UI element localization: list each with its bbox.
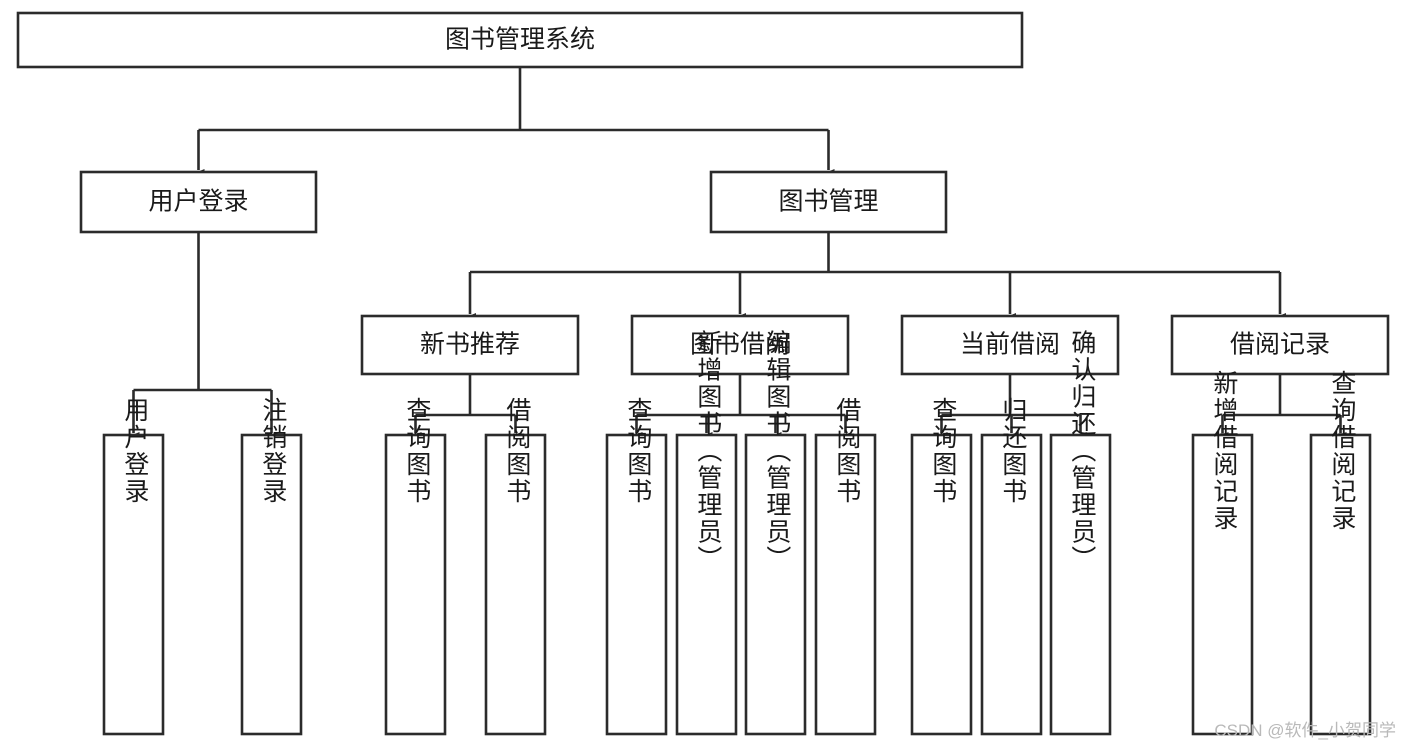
- node-leaf-logout-login[interactable]: 注销登录: [240, 397, 303, 736]
- csdn-watermark: CSDN @软件_小贺同学: [1214, 721, 1396, 740]
- node-leaf-return-book[interactable]: 归还图书: [980, 397, 1043, 736]
- node-leaf-confirm-return-admin[interactable]: 确认归还（管理员）: [1049, 330, 1112, 736]
- connector-layer: [127, 67, 1347, 442]
- node-book-borrow-box: [630, 314, 850, 376]
- node-borrow-record[interactable]: 借阅记录: [1170, 314, 1390, 376]
- node-book-borrow[interactable]: 图书借阅: [630, 314, 850, 376]
- node-leaf-add-borrow-record[interactable]: 新增借阅记录: [1191, 370, 1254, 736]
- node-leaf-query-book-current[interactable]: 查询图书: [910, 397, 973, 736]
- node-leaf-edit-book-admin-label: 编辑图书（管理员）: [763, 330, 792, 573]
- node-leaf-query-book-borrow[interactable]: 查询图书: [605, 397, 668, 736]
- node-layer: 图书管理系统用户登录图书管理新书推荐图书借阅当前借阅借阅记录用户登录注销登录查询…: [16, 11, 1390, 736]
- node-leaf-user-login[interactable]: 用户登录: [102, 397, 165, 736]
- node-borrow-record-label: 借阅记录: [1230, 331, 1330, 359]
- node-leaf-query-book-rec-box: [384, 433, 447, 736]
- node-current-borrow-label: 当前借阅: [960, 331, 1060, 359]
- node-leaf-query-book-borrow-box: [605, 433, 668, 736]
- node-leaf-borrow-book-rec[interactable]: 借阅图书: [484, 397, 547, 736]
- node-leaf-borrow-book-rec-label: 借阅图书: [503, 397, 532, 505]
- node-leaf-query-book-current-box: [910, 433, 973, 736]
- node-current-borrow[interactable]: 当前借阅: [900, 314, 1120, 376]
- node-book-manage-box: [709, 170, 948, 234]
- node-leaf-query-book-rec[interactable]: 查询图书: [384, 397, 447, 736]
- node-leaf-add-borrow-record-label: 新增借阅记录: [1210, 370, 1239, 532]
- node-leaf-add-book-admin-label: 新增图书（管理员）: [694, 330, 723, 573]
- node-leaf-add-borrow-record-box: [1191, 433, 1254, 736]
- node-current-borrow-box: [900, 314, 1120, 376]
- node-new-book-recommend[interactable]: 新书推荐: [360, 314, 580, 376]
- node-leaf-query-book-current-label: 查询图书: [929, 397, 958, 505]
- node-leaf-add-book-admin-box: [675, 433, 738, 736]
- node-leaf-user-login-box: [102, 433, 165, 736]
- node-leaf-borrow-book[interactable]: 借阅图书: [814, 397, 877, 736]
- node-borrow-record-box: [1170, 314, 1390, 376]
- node-user-login-label: 用户登录: [148, 188, 248, 216]
- node-leaf-confirm-return-admin-label: 确认归还（管理员）: [1068, 330, 1097, 573]
- node-leaf-borrow-book-box: [814, 433, 877, 736]
- node-leaf-query-borrow-record-label: 查询借阅记录: [1328, 370, 1357, 532]
- node-user-login[interactable]: 用户登录: [79, 170, 318, 234]
- node-book-manage[interactable]: 图书管理: [709, 170, 948, 234]
- node-root[interactable]: 图书管理系统: [16, 11, 1024, 69]
- node-leaf-logout-login-label: 注销登录: [259, 397, 288, 505]
- node-leaf-borrow-book-label: 借阅图书: [833, 397, 862, 505]
- node-leaf-user-login-label: 用户登录: [121, 397, 150, 505]
- node-leaf-add-book-admin[interactable]: 新增图书（管理员）: [675, 330, 738, 736]
- node-leaf-query-borrow-record-box: [1309, 433, 1372, 736]
- node-leaf-edit-book-admin-box: [744, 433, 807, 736]
- node-leaf-query-book-borrow-label: 查询图书: [624, 397, 653, 505]
- node-leaf-edit-book-admin[interactable]: 编辑图书（管理员）: [744, 330, 807, 736]
- node-leaf-query-borrow-record[interactable]: 查询借阅记录: [1309, 370, 1372, 736]
- node-book-manage-label: 图书管理: [778, 188, 878, 216]
- node-leaf-query-book-rec-label: 查询图书: [403, 397, 432, 505]
- node-root-box: [16, 11, 1024, 69]
- node-leaf-return-book-label: 归还图书: [999, 397, 1028, 505]
- node-root-label: 图书管理系统: [445, 26, 595, 54]
- node-leaf-return-book-box: [980, 433, 1043, 736]
- node-book-borrow-label: 图书借阅: [690, 331, 790, 359]
- node-leaf-borrow-book-rec-box: [484, 433, 547, 736]
- node-leaf-confirm-return-admin-box: [1049, 433, 1112, 736]
- node-user-login-box: [79, 170, 318, 234]
- node-new-book-recommend-box: [360, 314, 580, 376]
- node-new-book-recommend-label: 新书推荐: [420, 331, 520, 359]
- node-leaf-logout-login-box: [240, 433, 303, 736]
